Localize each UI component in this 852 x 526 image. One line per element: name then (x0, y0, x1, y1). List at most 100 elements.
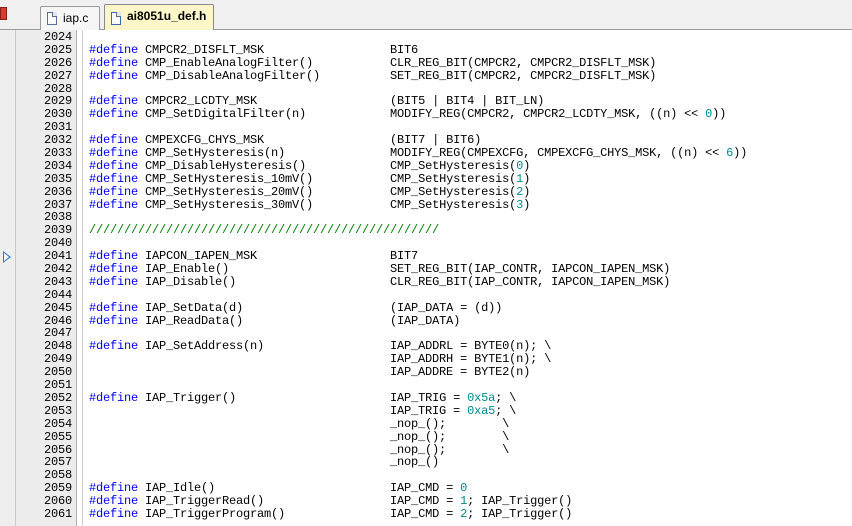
line-number: 2038 (43, 210, 72, 225)
code-line[interactable]: 2043#define IAP_Disable() CLR_REG_BIT(IA… (0, 274, 852, 289)
text-token: IAP_Enable() SET_REG_BIT(IAP_CONTR, IAPC… (138, 262, 671, 277)
tab-iap-c[interactable]: iap.c (40, 6, 100, 30)
text-token: IAP_ADDRH = BYTE1(n); \ (89, 352, 552, 367)
code-text: #define CMP_DisableAnalogFilter() SET_RE… (89, 68, 656, 83)
text-token: ; IAP_Trigger() (467, 506, 573, 521)
line-number: 2056 (43, 442, 72, 457)
code-text: #define CMP_SetHysteresis_10mV() CMP_Set… (89, 171, 531, 186)
number-token: 6 (726, 146, 734, 161)
line-number: 2033 (43, 146, 72, 161)
code-text: ////////////////////////////////////////… (89, 224, 439, 237)
code-text: #define CMP_SetHysteresis_30mV() CMP_Set… (89, 197, 530, 212)
keyword-token: #define (89, 146, 139, 161)
line-number: 2046 (43, 313, 72, 328)
panel-stub-icon[interactable] (0, 7, 7, 20)
line-number: 2058 (43, 468, 72, 483)
line-number: 2052 (43, 390, 72, 405)
code-line[interactable]: 2055 _nop_(); \ (0, 429, 852, 444)
code-line[interactable]: 2047 (0, 327, 852, 340)
text-token: CMP_SetHysteresis_20mV() CMP_SetHysteres… (138, 184, 517, 199)
line-number: 2025 (43, 42, 72, 57)
text-token: IAP_TriggerProgram() IAP_CMD = (138, 506, 461, 521)
text-token: CMP_SetHysteresis(n) MODIFY_REG(CMPEXCFG… (138, 146, 727, 161)
keyword-token: #define (89, 158, 139, 173)
code-line[interactable]: 2036#define CMP_SetHysteresis_20mV() CMP… (0, 184, 852, 199)
code-line[interactable]: 2060#define IAP_TriggerRead() IAP_CMD = … (0, 495, 852, 508)
code-line[interactable]: 2037 #define CMP_SetHysteresis_30mV() CMP… (0, 197, 852, 212)
code-line[interactable]: 2061#define IAP_TriggerProgram() IAP_CMD… (0, 506, 852, 521)
code-line[interactable]: 2029#define CMPCR2_LCDTY_MSK (BIT5 | BIT… (0, 95, 852, 108)
tab-label: iap.c (63, 11, 89, 25)
line-number: 2055 (43, 429, 72, 444)
code-line[interactable]: 2041#define IAPCON_IAPEN_MSK BIT7 (0, 250, 852, 264)
code-line[interactable]: 2032#define CMPEXCFG_CHYS_MSK (BIT7 | BI… (0, 134, 852, 147)
text-token: ) (523, 158, 531, 173)
code-line[interactable]: 2034#define CMP_DisableHysteresis() CMP_… (0, 158, 852, 173)
code-line[interactable]: 2059#define IAP_Idle() IAP_CMD = 0 (0, 482, 852, 495)
code-line[interactable]: 2058 (0, 469, 852, 482)
code-line[interactable]: 2045#define IAP_SetData(d) (IAP_DATA = (… (0, 301, 852, 315)
text-token: _nop_(); \ (89, 442, 510, 457)
code-line[interactable]: 2028 (0, 82, 852, 96)
code-line[interactable]: 2024 (0, 31, 852, 44)
code-line[interactable]: 2040 (0, 237, 852, 250)
code-text: #define IAP_SetAddress(n) IAP_ADDRL = BY… (89, 340, 551, 353)
keyword-token: #define (89, 494, 139, 509)
code-line[interactable]: 2057 _nop_() (0, 456, 852, 469)
tab-ai8051u-def-h[interactable]: ai8051u_def.h (104, 4, 214, 31)
keyword-token: #define (89, 274, 139, 289)
keyword-token: #define (89, 171, 139, 186)
text-token: ) (523, 171, 531, 186)
keyword-token: #define (89, 184, 139, 199)
line-number: 2030 (43, 107, 72, 122)
code-line[interactable]: 2056 _nop_(); \ (0, 442, 852, 457)
keyword-token: #define (89, 197, 139, 212)
number-token: 1 (460, 494, 468, 509)
code-line[interactable]: 2049 IAP_ADDRH = BYTE1(n); \ (0, 353, 852, 366)
line-number: 2037 (43, 197, 72, 212)
code-text: #define IAP_Trigger() IAP_TRIG = 0x5a; \ (89, 390, 516, 405)
code-line[interactable]: 2051 (0, 379, 852, 392)
code-line[interactable]: 2039////////////////////////////////////… (0, 224, 852, 237)
text-token: )) (712, 107, 727, 122)
code-line[interactable]: 2033 #define CMP_SetHysteresis(n) MODIFY_… (0, 147, 852, 160)
code-line[interactable]: 2027#define CMP_DisableAnalogFilter() SE… (0, 68, 852, 83)
code-text: #define IAP_Disable() CLR_REG_BIT(IAP_CO… (89, 274, 670, 289)
keyword-token: #define (89, 481, 139, 496)
code-line[interactable]: 2030 #define CMP_SetDigitalFilter(n) MODI… (0, 108, 852, 121)
code-text: #define CMP_SetDigitalFilter(n) MODIFY_R… (89, 108, 726, 121)
code-line[interactable]: 2048#define IAP_SetAddress(n) IAP_ADDRL … (0, 340, 852, 353)
text-token: _nop_(); \ (89, 416, 510, 431)
text-token: CMP_SetHysteresis_30mV() CMP_SetHysteres… (138, 197, 517, 212)
code-line[interactable]: 2054 _nop_(); \ (0, 416, 852, 431)
code-line[interactable]: 2053 IAP_TRIG = 0xa5; \ (0, 404, 852, 418)
code-line[interactable]: 2052 #define IAP_Trigger() IAP_TRIG = 0x5… (0, 390, 852, 405)
comment-token: ////////////////////////////////////////… (89, 223, 440, 238)
code-text: IAP_ADDRE = BYTE2(n) (89, 366, 530, 379)
keyword-token: #define (89, 339, 139, 354)
code-line[interactable]: 2038 (0, 211, 852, 224)
breakpoint-gutter[interactable] (0, 30, 16, 526)
code-line[interactable]: 2044 (0, 288, 852, 302)
code-line[interactable]: 2025#define CMPCR2_DISFLT_MSK BIT6 (0, 42, 852, 57)
text-token: CMP_DisableHysteresis() CMP_SetHysteresi… (138, 158, 517, 173)
code-line[interactable]: 2042#define IAP_Enable() SET_REG_BIT(IAP… (0, 263, 852, 276)
number-token: 0 (460, 481, 468, 496)
text-token: IAP_Idle() IAP_CMD = (138, 481, 461, 496)
code-text: _nop_(); \ (89, 416, 510, 431)
c-file-icon (47, 12, 57, 25)
text-token: ) (523, 184, 531, 199)
keyword-token: #define (89, 68, 139, 83)
text-token: IAP_TriggerRead() IAP_CMD = (138, 494, 461, 509)
code-line[interactable]: 2035#define CMP_SetHysteresis_10mV() CMP… (0, 171, 852, 186)
fold-margin (76, 30, 83, 526)
code-line[interactable]: 2046#define IAP_ReadData() (IAP_DATA) (0, 313, 852, 328)
line-number: 2042 (43, 262, 72, 277)
code-line[interactable]: 2050 IAP_ADDRE = BYTE2(n) (0, 366, 852, 379)
code-line[interactable]: 2031 (0, 121, 852, 134)
code-line[interactable]: 2026#define CMP_EnableAnalogFilter() CLR… (0, 56, 852, 70)
keyword-token: #define (89, 390, 139, 405)
code-text: #define CMP_DisableHysteresis() CMP_SetH… (89, 158, 531, 173)
